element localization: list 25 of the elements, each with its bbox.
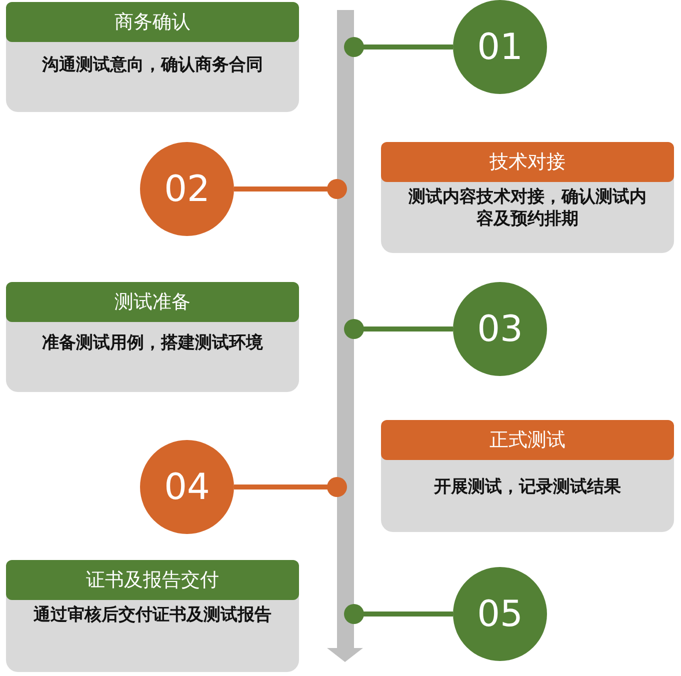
connector-line [234,477,347,497]
step-number-circle: 03 [453,282,547,376]
connector-line [344,604,453,624]
step-card [6,560,299,672]
step-number-circle: 02 [140,142,234,236]
step-description: 开展测试，记录测试结果 [432,476,622,498]
step-card [381,420,674,532]
step-card [6,282,299,392]
step-description: 测试内容技术对接，确认测试内容及预约排期 [408,186,648,230]
step-description: 沟通测试意向，确认商务合同 [41,54,264,76]
step-card [381,142,674,253]
step-description: 准备测试用例，搭建测试环境 [41,332,264,354]
step-number-circle: 01 [453,0,547,94]
step-heading: 正式测试 [381,420,674,460]
connector-line [344,37,453,57]
step-number-circle: 05 [453,567,547,661]
connector-line [234,179,347,199]
step-heading: 证书及报告交付 [6,560,299,600]
step-heading: 测试准备 [6,282,299,322]
step-heading: 技术对接 [381,142,674,182]
step-number-circle: 04 [140,440,234,534]
step-description: 通过审核后交付证书及测试报告 [32,604,272,626]
step-heading: 商务确认 [6,2,299,42]
connector-line [344,319,453,339]
step-card [6,2,299,112]
